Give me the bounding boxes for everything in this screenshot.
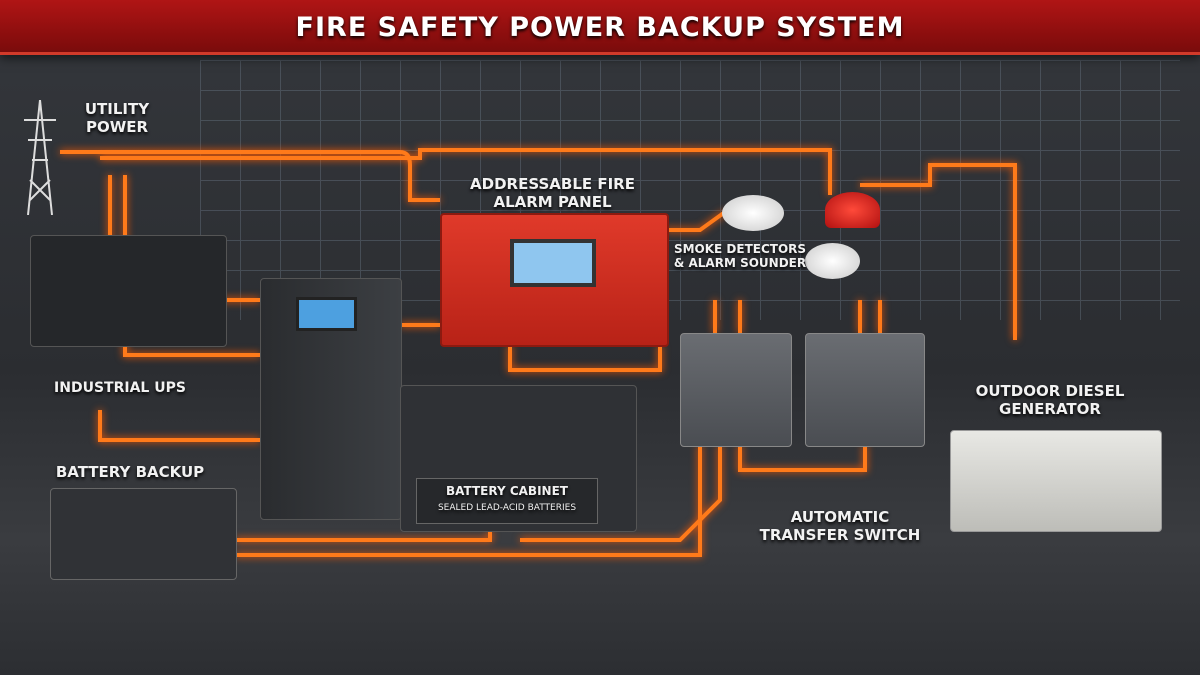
power-tower-icon <box>24 100 56 215</box>
title-banner <box>0 0 1200 55</box>
wire-ats-link <box>738 445 867 472</box>
smoke-detector-icon <box>805 243 860 279</box>
battery-cabinet-plate: BATTERY CABINET SEALED LEAD-ACID BATTERI… <box>416 478 598 524</box>
battery-cabinet: BATTERY CABINET SEALED LEAD-ACID BATTERI… <box>400 385 637 532</box>
battery-backup-unit <box>50 488 237 580</box>
wire-cabinet-ats <box>520 445 722 542</box>
battery-backup-label: BATTERY BACKUP <box>55 463 205 481</box>
server-rack <box>30 235 227 347</box>
wire-utility-detectors <box>100 148 832 195</box>
battery-cabinet-sublabel: SEALED LEAD-ACID BATTERIES <box>437 503 577 513</box>
wire-panel-detector <box>665 210 727 232</box>
fire-alarm-panel-label: ADDRESSABLE FIRE ALARM PANEL <box>470 175 635 211</box>
wire-battery-ats <box>235 445 702 557</box>
smoke-detectors-label: SMOKE DETECTORS & ALARM SOUNDER <box>673 242 807 271</box>
battery-cabinet-label: BATTERY CABINET <box>446 484 568 498</box>
wire-ats-top <box>713 300 882 333</box>
smoke-detector-icon <box>722 195 784 231</box>
diesel-generator <box>950 430 1162 532</box>
wire-ups-lower <box>98 410 260 442</box>
industrial-ups-label: INDUSTRIAL UPS <box>54 380 186 396</box>
alarm-sounder-icon <box>825 192 880 228</box>
generator-label: OUTDOOR DIESEL GENERATOR <box>975 382 1125 418</box>
transfer-switch-panel-2 <box>805 333 925 447</box>
wire-detectors-generator <box>860 163 1017 340</box>
ats-label: AUTOMATIC TRANSFER SWITCH <box>759 508 921 544</box>
panel-screen <box>510 239 596 287</box>
industrial-ups-unit <box>260 278 402 520</box>
page-title: FIRE SAFETY POWER BACKUP SYSTEM <box>295 12 905 43</box>
fire-alarm-panel <box>440 213 669 347</box>
transfer-switch-panel-1 <box>680 333 792 447</box>
wire-panel-cabinet <box>508 345 662 372</box>
utility-power-label: UTILITY POWER <box>84 100 150 136</box>
ups-display <box>296 297 357 331</box>
